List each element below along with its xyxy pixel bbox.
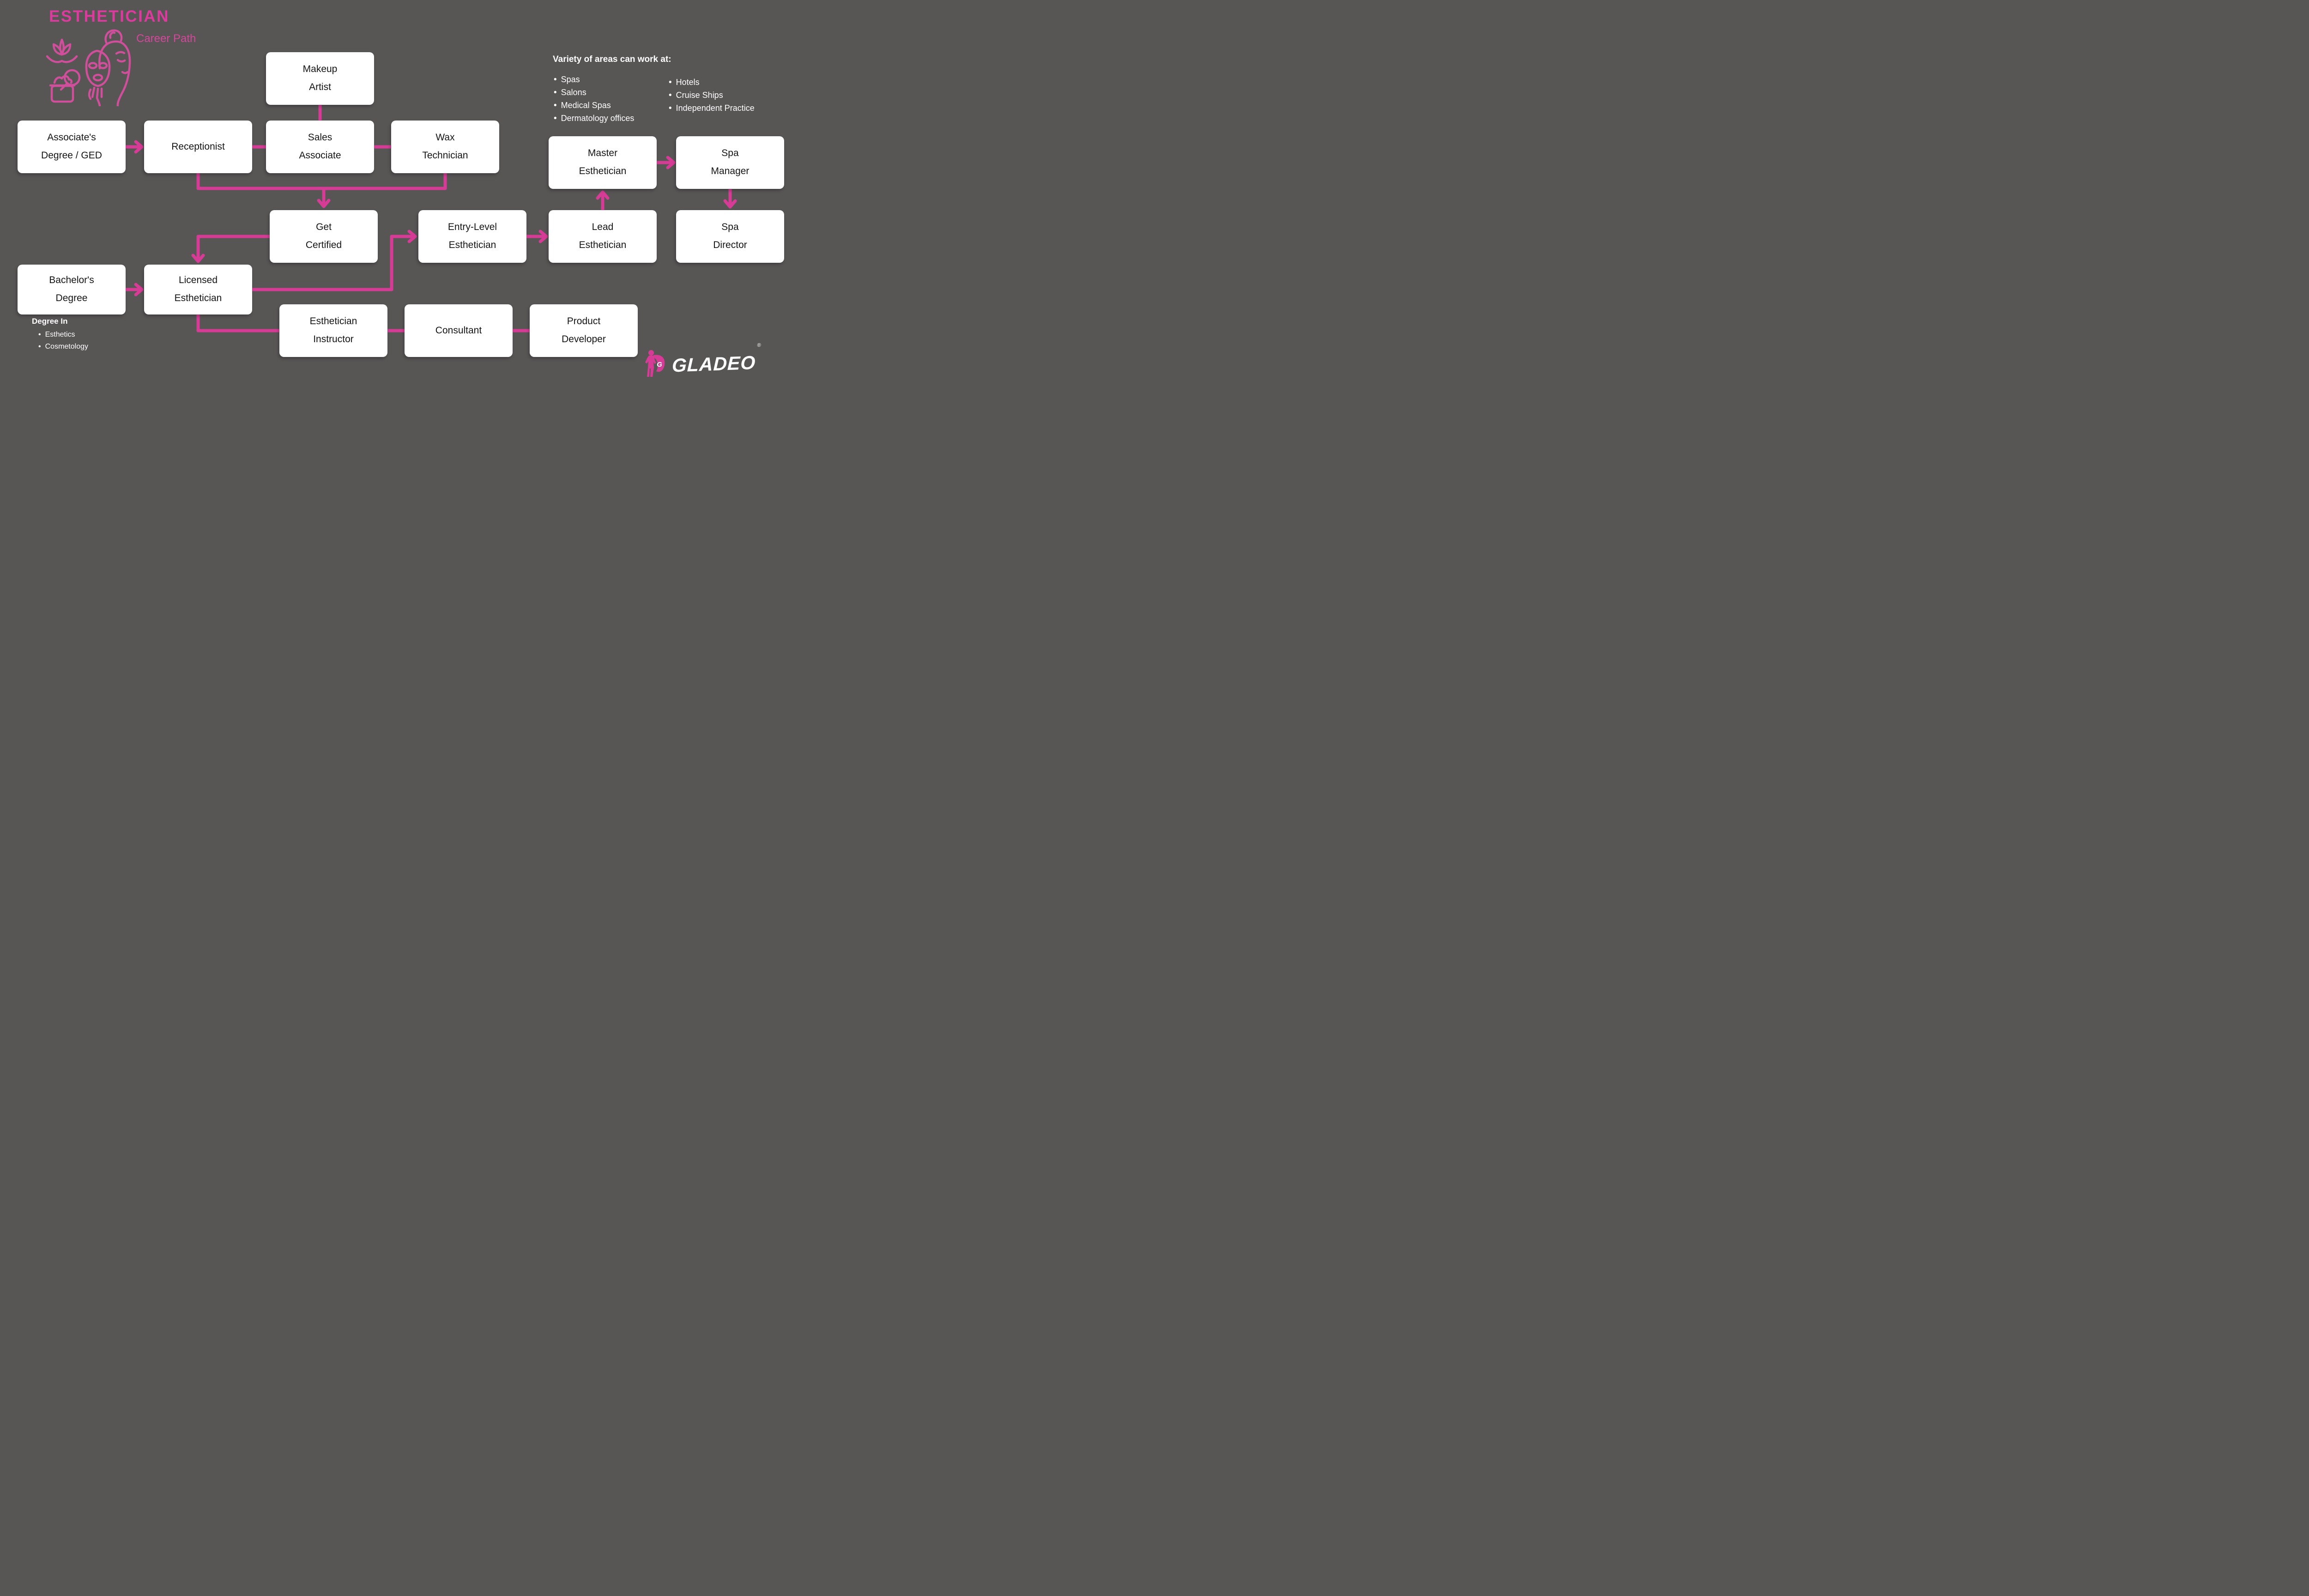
- page-subtitle: Career Path: [136, 32, 196, 45]
- logo-wordmark: GLADEO®: [671, 342, 762, 376]
- work-areas-list-left: Spas Salons Medical Spas Dermatology off…: [554, 73, 635, 125]
- node-associates-degree-ged: Associate's Degree / GED: [18, 121, 126, 173]
- degree-in-heading: Degree In: [32, 317, 68, 326]
- list-item: Dermatology offices: [554, 112, 635, 125]
- degree-in-list: Esthetics Cosmetology: [38, 329, 88, 353]
- node-bachelors-degree: Bachelor's Degree: [18, 265, 126, 314]
- list-item: Hotels: [669, 76, 755, 89]
- node-lead-esthetician: Lead Esthetician: [549, 210, 657, 263]
- list-item: Esthetics: [38, 329, 88, 341]
- node-consultant: Consultant: [405, 304, 513, 357]
- registered-mark: ®: [757, 342, 762, 348]
- node-receptionist: Receptionist: [144, 121, 252, 173]
- list-item: Cosmetology: [38, 341, 88, 353]
- list-item: Salons: [554, 86, 634, 99]
- node-makeup-artist: Makeup Artist: [266, 52, 374, 105]
- work-areas-list-right: Hotels Cruise Ships Independent Practice: [669, 76, 755, 115]
- logo-text: GLADEO: [671, 351, 756, 376]
- list-item: Medical Spas: [554, 99, 634, 112]
- node-master-esthetician: Master Esthetician: [549, 136, 657, 189]
- gladeo-logo: G GLADEO®: [644, 342, 762, 379]
- node-licensed-esthetician: Licensed Esthetician: [144, 265, 252, 314]
- career-path-infographic: ESTHETICIAN Career Path: [0, 0, 798, 399]
- node-spa-manager: Spa Manager: [676, 136, 784, 189]
- node-get-certified: Get Certified: [270, 210, 378, 263]
- work-areas-heading: Variety of areas can work at:: [553, 54, 671, 64]
- node-esthetician-instructor: Esthetician Instructor: [279, 304, 387, 357]
- node-wax-technician: Wax Technician: [391, 121, 499, 173]
- logo-monogram: G: [657, 361, 662, 369]
- list-item: Cruise Ships: [669, 89, 755, 102]
- node-sales-associate: Sales Associate: [266, 121, 374, 173]
- list-item: Spas: [554, 73, 634, 86]
- gladeo-superhero-icon: G: [645, 350, 665, 377]
- node-spa-director: Spa Director: [676, 210, 784, 263]
- list-item: Independent Practice: [669, 102, 755, 115]
- node-product-developer: Product Developer: [530, 304, 638, 357]
- page-title: ESTHETICIAN: [49, 7, 169, 25]
- esthetician-facial-care-icon: [46, 29, 131, 106]
- node-entry-level-esthetician: Entry-Level Esthetician: [418, 210, 526, 263]
